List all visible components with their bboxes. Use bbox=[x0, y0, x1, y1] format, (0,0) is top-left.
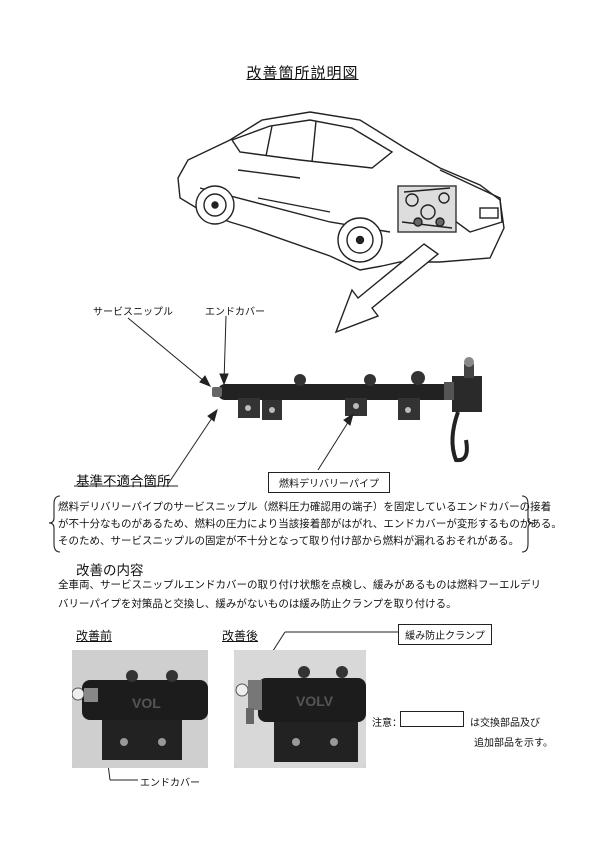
car-illustration bbox=[177, 111, 505, 271]
svg-text:VOL: VOL bbox=[132, 695, 161, 711]
after-label: 改善後 bbox=[222, 629, 259, 643]
improvement-text: 全車両、サービスニップルエンドカバーの取り付け状態を点検し、緩みがあるものは燃料… bbox=[58, 576, 541, 614]
note-line2: 追加部品を示す。 bbox=[474, 738, 553, 749]
note-prefix: 注意： bbox=[372, 718, 402, 729]
improvement-line: 全車両、サービスニップルエンドカバーの取り付け状態を点検し、緩みがあるものは燃料… bbox=[58, 579, 541, 591]
label-non-conforming: 基準不適合箇所 bbox=[76, 474, 171, 490]
svg-text:VOLV: VOLV bbox=[296, 693, 334, 709]
label-end-cover-bottom: エンドカバー bbox=[140, 778, 200, 789]
pointer-arrow bbox=[334, 243, 440, 334]
note-suffix: は交換部品及び bbox=[470, 718, 540, 729]
description-block: 燃料デリバリーパイプのサービスニップル（燃料圧力確認用の端子）を固定しているエン… bbox=[58, 499, 562, 550]
description-line: 燃料デリバリーパイプのサービスニップル（燃料圧力確認用の端子）を固定しているエン… bbox=[58, 501, 552, 513]
description-line: が不十分なものがあるため、燃料の圧力により当該接着部がはがれ、エンドカバーが変形… bbox=[58, 518, 562, 530]
description-brace bbox=[48, 495, 534, 553]
after-photo: VOLV bbox=[234, 650, 366, 768]
label-fuel-pipe: 燃料デリバリーパイプ bbox=[268, 472, 390, 493]
label-end-cover: エンドカバー bbox=[205, 307, 265, 318]
engine-detail bbox=[397, 185, 457, 233]
description-line: そのため、サービスニップルの固定が不十分となって取り付け部から燃料が漏れるおそれ… bbox=[58, 535, 520, 547]
before-label: 改善前 bbox=[76, 629, 113, 643]
fuel-rail-illustration bbox=[212, 357, 482, 463]
note-legend-box bbox=[400, 711, 464, 727]
improvement-line: バリーパイプを対策品と交換し、緩みがないものは緩み防止クランプを取り付ける。 bbox=[58, 598, 457, 610]
before-photo: VOL bbox=[72, 650, 208, 768]
improvement-heading: 改善の内容 bbox=[76, 563, 144, 579]
label-service-nipple: サービスニップル bbox=[93, 307, 173, 318]
clamp-label: 緩み防止クランプ bbox=[398, 624, 492, 645]
page-title: 改善箇所説明図 bbox=[246, 64, 359, 82]
